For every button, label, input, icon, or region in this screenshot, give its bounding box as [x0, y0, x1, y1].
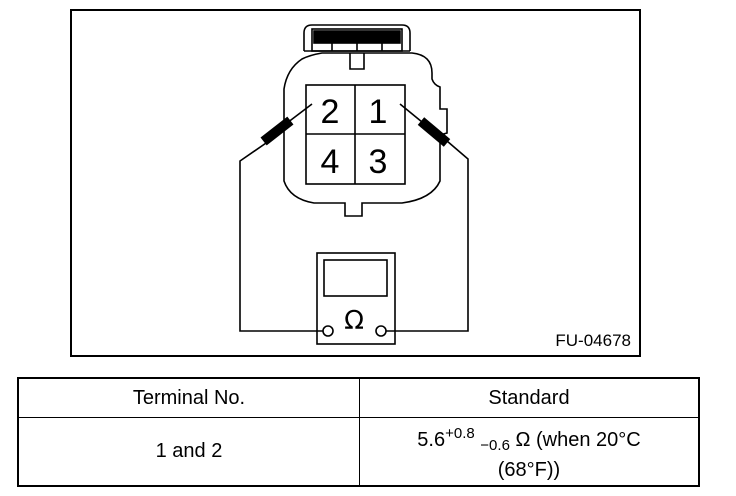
spec-table: Terminal No. Standard 1 and 2 5.6+0.8 −0… — [17, 377, 700, 487]
pin-label-3: 3 — [369, 143, 388, 181]
tolerance-minus: −0.6 — [480, 436, 510, 454]
spec-header-row: Terminal No. Standard — [17, 377, 700, 418]
connector-latch — [303, 24, 411, 51]
connector-body — [283, 52, 448, 217]
standard-line-1: 5.6+0.8 −0.6 Ω (when 20°C — [360, 422, 698, 458]
probe-left — [260, 116, 294, 146]
header-terminal: Terminal No. — [17, 377, 360, 418]
pin-label-1: 1 — [369, 93, 388, 131]
pin-label-4: 4 — [321, 143, 340, 181]
test-lead-left — [239, 140, 323, 332]
multimeter-display — [323, 259, 388, 297]
connector-diagram: 2 1 4 3 Ω FU-04678 — [70, 9, 641, 357]
diagram-drawing: 2 1 4 3 Ω — [239, 24, 469, 345]
figure-code: FU-04678 — [555, 331, 631, 350]
standard-line-2: (68°F)) — [497, 458, 561, 481]
cell-standard: 5.6+0.8 −0.6 Ω (when 20°C (68°F)) — [359, 417, 700, 487]
unit-text: Ω (when 20°C — [509, 428, 641, 451]
nominal-value: 5.6 — [417, 428, 446, 451]
probe-right — [417, 117, 451, 147]
test-lead-right — [386, 140, 469, 332]
cell-terminal: 1 and 2 — [17, 417, 360, 487]
meter-terminal-left — [322, 325, 334, 337]
pin-label-2: 2 — [321, 93, 340, 131]
tolerance-plus: +0.8 — [445, 424, 475, 442]
multimeter — [316, 252, 396, 345]
table-row: 1 and 2 5.6+0.8 −0.6 Ω (when 20°C (68°F)… — [17, 417, 700, 487]
header-standard: Standard — [359, 377, 700, 418]
ohm-symbol: Ω — [344, 306, 364, 336]
meter-terminal-right — [375, 325, 387, 337]
